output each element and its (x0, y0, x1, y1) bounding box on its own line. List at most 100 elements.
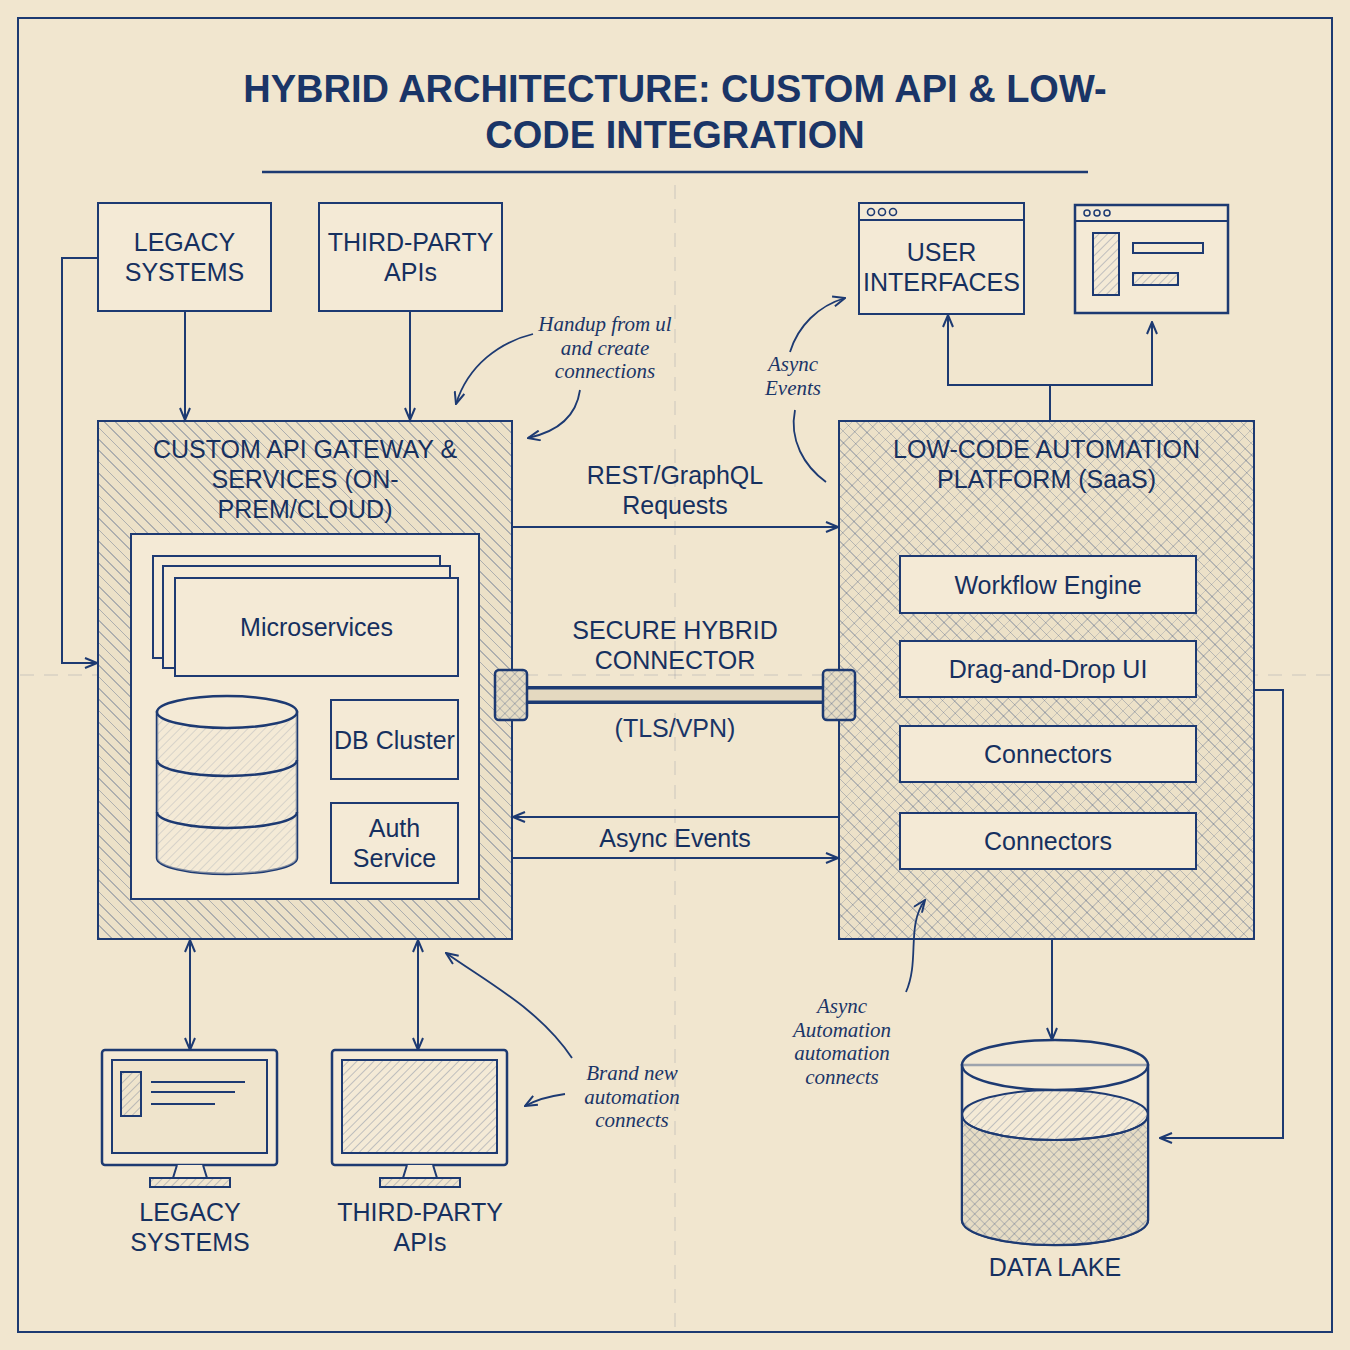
rect-shape (102, 1050, 277, 1165)
circle-shape (1084, 210, 1090, 216)
node-label: Microservices (240, 612, 393, 642)
window-icon (1075, 205, 1228, 313)
rect-shape (1075, 205, 1228, 313)
monitor-illustration (325, 1050, 515, 1190)
pipe-core (513, 690, 838, 701)
node-label: LEGACY SYSTEMS (101, 227, 268, 287)
monitor-illustration (95, 1050, 285, 1190)
path-shape (157, 712, 297, 874)
node-label: DB Cluster (334, 725, 455, 755)
connector-arrow (417, 940, 419, 1050)
node-label: Drag-and-Drop UI (949, 654, 1148, 684)
node-label: LOW-CODE AUTOMATION PLATFORM (SaaS) (864, 434, 1229, 494)
grid-line (674, 185, 676, 1330)
circle-shape (1104, 210, 1110, 216)
component-box: DB Cluster (330, 699, 459, 780)
connector-arrow (948, 315, 1050, 420)
path-shape (456, 334, 533, 404)
annotation-text: Async Automation automation connects (772, 995, 912, 1089)
ellipse-shape (962, 1040, 1148, 1090)
circle-shape (868, 209, 875, 216)
annotation-text: Handup from ul and create connections (525, 313, 685, 384)
service-box: Microservices (174, 577, 459, 677)
platform-container: LOW-CODE AUTOMATION PLATFORM (SaaS) Workf… (838, 420, 1255, 940)
path-shape (157, 760, 297, 776)
node-label: THIRD-PARTY APIs (322, 227, 499, 287)
edge-label: SECURE HYBRID CONNECTOR (550, 615, 800, 675)
path-shape (173, 1165, 207, 1178)
path-shape (403, 1165, 437, 1178)
rect-shape (112, 1060, 267, 1153)
node-label: Connectors (984, 826, 1112, 856)
connector-arrow (513, 816, 838, 818)
path-shape (446, 953, 572, 1058)
rect-shape (332, 1050, 507, 1165)
diagram-title: HYBRID ARCHITECTURE: CUSTOM API & LOW-CO… (225, 66, 1125, 159)
edge-label: REST/GraphQL Requests (560, 460, 790, 520)
secure-pipe (513, 686, 838, 704)
sheet-frame (18, 18, 1332, 1332)
line-shape (860, 219, 1023, 221)
circle-shape (879, 209, 886, 216)
rect-shape (121, 1072, 141, 1116)
connector-caps (495, 670, 855, 720)
rect-shape (342, 1060, 497, 1153)
circle-shape (890, 209, 897, 216)
rect-shape (1093, 233, 1119, 295)
window-box: USER INTERFACES (858, 202, 1025, 315)
cylinder-outline (950, 1040, 1160, 1255)
path-shape (528, 390, 580, 438)
component-box: Connectors (899, 725, 1197, 783)
ellipse-shape (157, 696, 297, 728)
path-shape (157, 712, 297, 874)
annotation-text: (TLS/VPN) (575, 713, 775, 743)
connector-arrow (409, 312, 411, 420)
circle-shape (1094, 210, 1100, 216)
path-shape (1050, 322, 1152, 385)
path-shape (525, 1094, 565, 1106)
annotation-text: Async Events (753, 353, 833, 400)
component-box: Auth Service (330, 802, 459, 884)
line-shape (151, 1103, 215, 1105)
node-label: Auth Service (334, 813, 455, 873)
component-box: Connectors (899, 812, 1197, 870)
connector-arrow (513, 526, 838, 528)
node-label: USER INTERFACES (862, 237, 1021, 297)
line-shape (151, 1081, 245, 1083)
rect-shape (1133, 273, 1178, 285)
rect-shape (150, 1178, 230, 1187)
path-shape (790, 298, 845, 352)
node-label: THIRD-PARTY APIs (325, 1197, 515, 1257)
node-label: CUSTOM API GATEWAY & SERVICES (ON-PREM/C… (129, 434, 481, 524)
monitor-node: THIRD-PARTY APIs (325, 1050, 515, 1265)
system-box: THIRD-PARTY APIs (318, 202, 503, 312)
rect-shape (1133, 243, 1203, 253)
connector-arrow (513, 857, 838, 859)
edge-group (62, 258, 1283, 1138)
data-lake-cylinder: DATA LAKE (950, 1040, 1160, 1290)
annotation-text: Brand new automation connects (562, 1062, 702, 1133)
component-box: Drag-and-Drop UI (899, 640, 1197, 698)
connector-arrow (1051, 940, 1053, 1040)
path-shape (157, 812, 297, 828)
rect-shape (380, 1178, 460, 1187)
node-label: Connectors (984, 739, 1112, 769)
node-label: LEGACY SYSTEMS (95, 1197, 285, 1257)
line-shape (151, 1091, 235, 1093)
system-box: LEGACY SYSTEMS (97, 202, 272, 312)
g-shape (157, 696, 297, 874)
ui-branch (1050, 322, 1152, 385)
connector-arrow (184, 312, 186, 420)
node-label: Workflow Engine (954, 570, 1141, 600)
component-box: Workflow Engine (899, 555, 1197, 614)
connector-arrow (189, 940, 191, 1050)
line-shape (1075, 220, 1228, 222)
node-label: DATA LAKE (989, 1252, 1121, 1282)
ellipse-shape (962, 1090, 1148, 1140)
title-underline (262, 171, 1088, 174)
edge-label: Async Events (545, 823, 805, 853)
gateway-container: CUSTOM API GATEWAY & SERVICES (ON-PREM/C… (97, 420, 513, 940)
path-shape (794, 410, 826, 482)
